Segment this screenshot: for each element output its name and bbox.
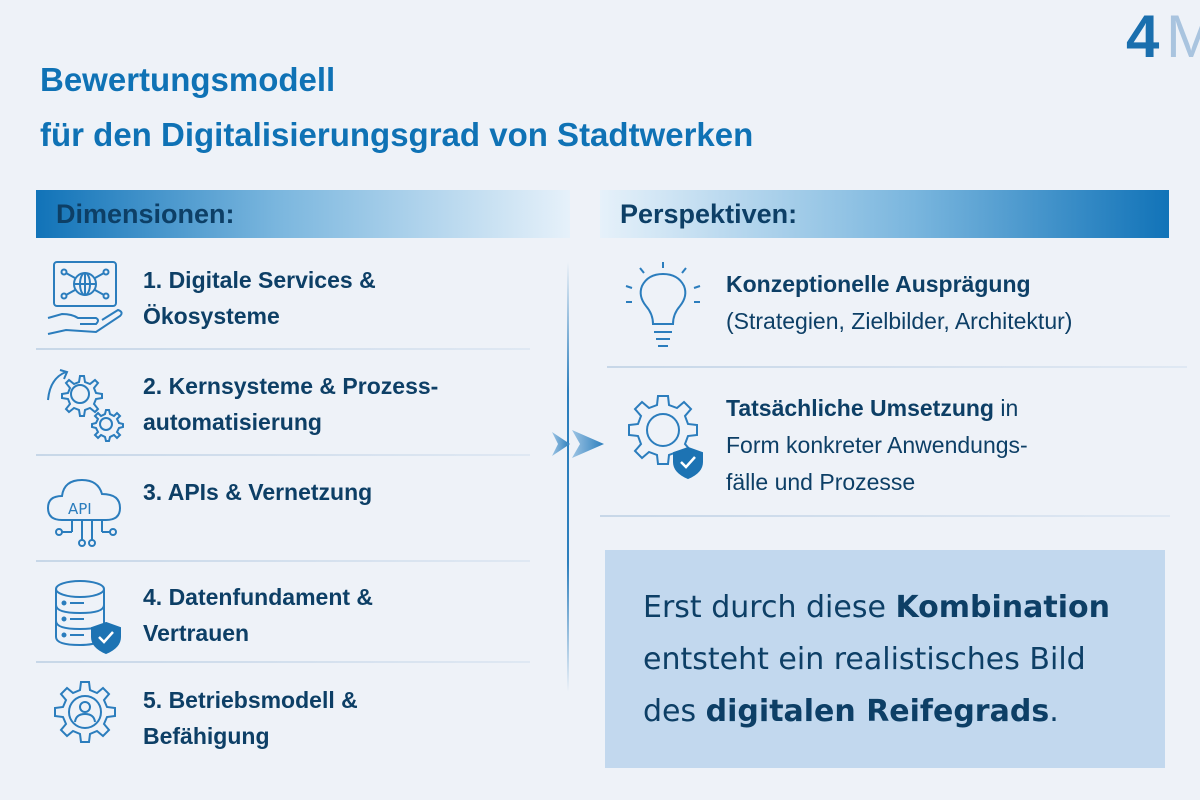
perspective-label-2: Tatsächliche Umsetzung in Form konkreter…: [726, 390, 1186, 501]
dimension-4-line-2: Vertrauen: [143, 620, 250, 646]
perspective-2-detail-line-2: fälle und Prozesse: [726, 469, 916, 495]
callout-emphasis-1: Kombination: [895, 590, 1110, 625]
dimension-item-1: 1. Digitale Services & Ökosysteme: [36, 258, 530, 358]
gear-person-icon: [44, 678, 126, 760]
dimension-label-1: 1. Digitale Services & Ökosysteme: [143, 262, 533, 334]
perspective-label-1: Konzeptionelle Ausprägung (Strategien, Z…: [726, 266, 1186, 340]
perspective-separator: [600, 515, 1170, 517]
api-cloud-icon: API: [44, 470, 126, 552]
dimension-separator: [36, 560, 530, 562]
dimension-1-line-1: 1. Digitale Services &: [143, 267, 376, 293]
dimension-1-line-2: Ökosysteme: [143, 303, 280, 329]
dimension-5-line-2: Befähigung: [143, 723, 270, 749]
dimension-4-line-1: 4. Datenfundament &: [143, 584, 374, 610]
callout-line-2: entsteht ein realistisches Bild: [643, 642, 1086, 677]
title-line-1: Bewertungsmodell: [40, 61, 336, 98]
perspective-separator: [607, 366, 1187, 368]
dimension-item-5: 5. Betriebsmodell & Befähigung: [36, 678, 530, 778]
page-title: Bewertungsmodell für den Digitalisierung…: [40, 52, 753, 162]
dimension-item-3: API 3. APIs & Vernetzung: [36, 470, 530, 570]
dimension-3-line-1: 3. APIs & Vernetzung: [143, 479, 373, 505]
dimension-label-5: 5. Betriebsmodell & Befähigung: [143, 682, 533, 754]
logo-part-1: 4: [1126, 8, 1160, 64]
dimension-item-4: 4. Datenfundament & Vertrauen: [36, 575, 530, 675]
dimension-label-4: 4. Datenfundament & Vertrauen: [143, 579, 533, 651]
column-divider: [567, 262, 569, 692]
double-chevron-right-icon: [548, 424, 608, 464]
callout-line-3: des digitalen Reifegrads.: [643, 686, 1165, 738]
title-line-2: für den Digitalisierungsgrad von Stadtwe…: [40, 116, 754, 153]
logo-part-2: M: [1166, 8, 1200, 64]
gears-icon: [44, 364, 126, 446]
callout-period: .: [1049, 694, 1059, 729]
dimension-2-line-2: automatisierung: [143, 409, 322, 435]
dimensions-header: Dimensionen:: [36, 190, 570, 238]
callout-emphasis-2: digitalen Reifegrads: [705, 694, 1050, 729]
conclusion-callout: Erst durch diese Kombination entsteht ei…: [605, 550, 1165, 768]
dimension-2-line-1: 2. Kernsysteme & Prozess-: [143, 373, 439, 399]
database-shield-icon: [44, 575, 126, 657]
svg-text:API: API: [68, 500, 92, 518]
dimension-5-line-1: 5. Betriebsmodell &: [143, 687, 358, 713]
perspective-item-2: Tatsächliche Umsetzung in Form konkreter…: [620, 392, 1180, 502]
perspective-1-detail: (Strategien, Zielbilder, Architektur): [726, 308, 1073, 334]
company-logo: 4 M: [1126, 8, 1200, 64]
perspective-2-detail-line-1: Form konkreter Anwendungs-: [726, 432, 1028, 458]
gear-shield-icon: [620, 392, 710, 482]
dimension-separator: [36, 348, 530, 350]
callout-text-1: Erst durch diese: [643, 590, 896, 625]
dimension-label-2: 2. Kernsysteme & Prozess- automatisierun…: [143, 368, 533, 440]
dimension-separator: [36, 454, 530, 456]
perspective-1-title: Konzeptionelle Ausprägung: [726, 271, 1031, 297]
dimension-item-2: 2. Kernsysteme & Prozess- automatisierun…: [36, 364, 530, 464]
perspectives-header: Perspektiven:: [600, 190, 1169, 238]
lightbulb-icon: [620, 262, 710, 352]
callout-text-3: des: [643, 694, 706, 729]
perspective-2-title-suffix: in: [993, 395, 1019, 421]
callout-line-1: Erst durch diese Kombination: [643, 582, 1165, 634]
perspective-2-title: Tatsächliche Umsetzung: [726, 395, 994, 421]
perspective-item-1: Konzeptionelle Ausprägung (Strategien, Z…: [620, 262, 1180, 362]
dimension-separator: [36, 661, 530, 663]
digital-services-icon: [44, 258, 126, 340]
dimension-label-3: 3. APIs & Vernetzung: [143, 474, 533, 510]
